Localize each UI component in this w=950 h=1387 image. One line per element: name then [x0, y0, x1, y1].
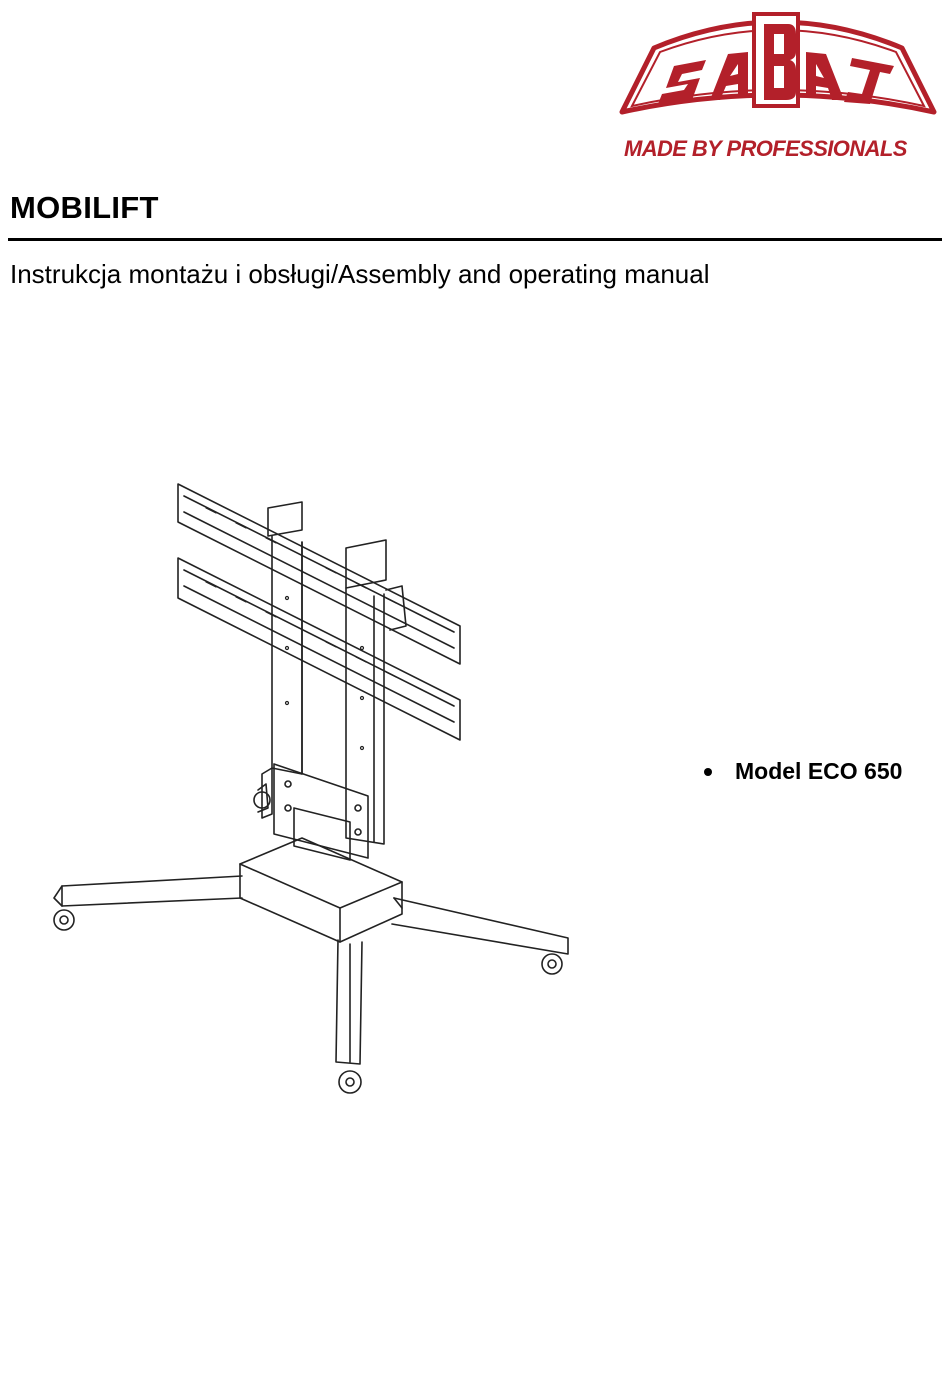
model-list: Model ECO 650 — [704, 758, 902, 785]
bullet-icon — [704, 767, 712, 776]
list-item: Model ECO 650 — [704, 758, 902, 785]
document-title: MOBILIFT — [10, 190, 159, 225]
title-divider — [8, 238, 942, 241]
document-subtitle: Instrukcja montażu i obsługi/Assembly an… — [10, 259, 710, 289]
product-illustration — [53, 483, 569, 1094]
model-label: Model ECO 650 — [735, 758, 903, 784]
brand-emblem-icon — [619, 12, 937, 115]
brand-tagline: MADE BY PROFESSIONALS — [624, 136, 907, 161]
brand-logo: MADE BY PROFESSIONALS — [618, 8, 938, 163]
